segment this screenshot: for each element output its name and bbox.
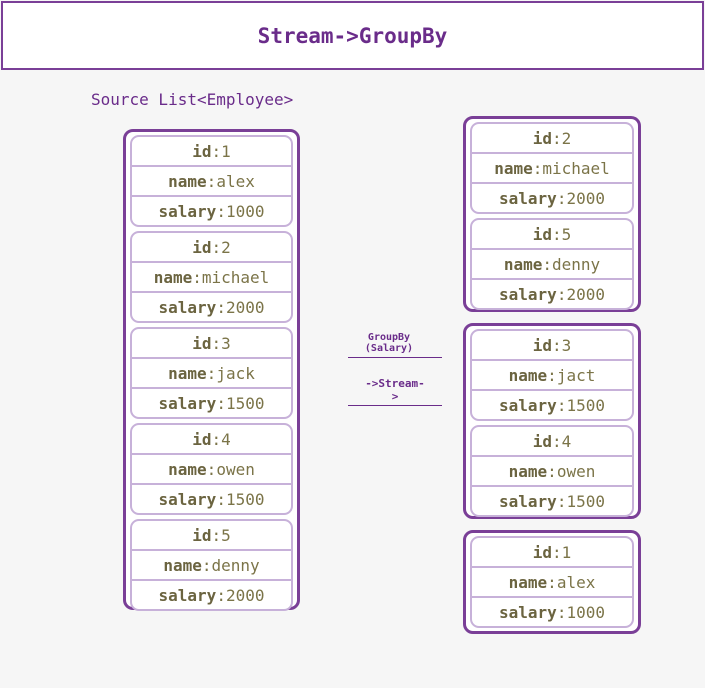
diagram-title: Stream->GroupBy <box>257 23 448 48</box>
employee-card: id: 1 name:alex salary:1000 <box>470 536 634 628</box>
employee-id: 4 <box>561 431 572 451</box>
employee-salary: 2000 <box>566 284 605 304</box>
title-bar: Stream->GroupBy <box>1 1 704 70</box>
employee-id: 3 <box>221 333 231 353</box>
employee-salary: 1500 <box>566 491 605 511</box>
employee-name: michael <box>201 267 270 287</box>
employee-name: alex <box>216 171 255 191</box>
employee-name: jack <box>216 363 255 383</box>
source-list-label: Source List<Employee> <box>91 90 294 109</box>
employee-id: 3 <box>561 335 572 355</box>
employee-salary: 1500 <box>566 395 605 415</box>
employee-id: 1 <box>561 542 572 562</box>
arrow-line-top <box>348 357 442 358</box>
employee-id: 4 <box>221 429 231 449</box>
arrow-line-bottom <box>348 405 442 406</box>
employee-card: id: 3 name:jack salary:1500 <box>130 327 293 419</box>
employee-name: alex <box>556 572 596 592</box>
employee-salary: 1500 <box>225 393 265 413</box>
employee-salary: 2000 <box>566 188 605 208</box>
employee-salary: 2000 <box>225 585 265 605</box>
group-salary-2000: id: 2 name:michael salary:2000 id: 5 nam… <box>463 116 641 312</box>
stream-arrow-label: ->Stream- > <box>365 377 425 403</box>
employee-card: id: 2 name:michael salary:2000 <box>130 231 293 323</box>
employee-card: id: 5 name:denny salary:2000 <box>470 218 634 310</box>
employee-name: owen <box>216 459 255 479</box>
groupby-label: GroupBy (Salary) <box>364 332 414 354</box>
employee-id: 5 <box>561 224 572 244</box>
employee-name: denny <box>552 254 601 274</box>
employee-salary: 1500 <box>225 489 265 509</box>
employee-name: denny <box>211 555 260 575</box>
employee-name: jact <box>556 365 596 385</box>
employee-id: 5 <box>221 525 231 545</box>
employee-salary: 1000 <box>566 602 605 622</box>
source-list: id: 1 name:alex salary:1000 id: 2 name:m… <box>123 129 300 611</box>
employee-card: id: 3 name:jact salary:1500 <box>470 329 634 421</box>
employee-salary: 2000 <box>225 297 265 317</box>
employee-id: 2 <box>561 128 572 148</box>
employee-card: id: 2 name:michael salary:2000 <box>470 122 634 214</box>
employee-name: michael <box>542 158 610 178</box>
group-salary-1000: id: 1 name:alex salary:1000 <box>463 530 641 634</box>
employee-name: owen <box>556 461 596 481</box>
group-salary-1500: id: 3 name:jact salary:1500 id: 4 name:o… <box>463 323 641 519</box>
employee-card: id: 5 name:denny salary:2000 <box>130 519 293 611</box>
employee-salary: 1000 <box>225 201 265 221</box>
employee-id: 1 <box>221 141 231 161</box>
employee-card: id: 4 name:owen salary:1500 <box>470 425 634 517</box>
employee-card: id: 4 name:owen salary:1500 <box>130 423 293 515</box>
employee-id: 2 <box>221 237 231 257</box>
employee-card: id: 1 name:alex salary:1000 <box>130 135 293 227</box>
